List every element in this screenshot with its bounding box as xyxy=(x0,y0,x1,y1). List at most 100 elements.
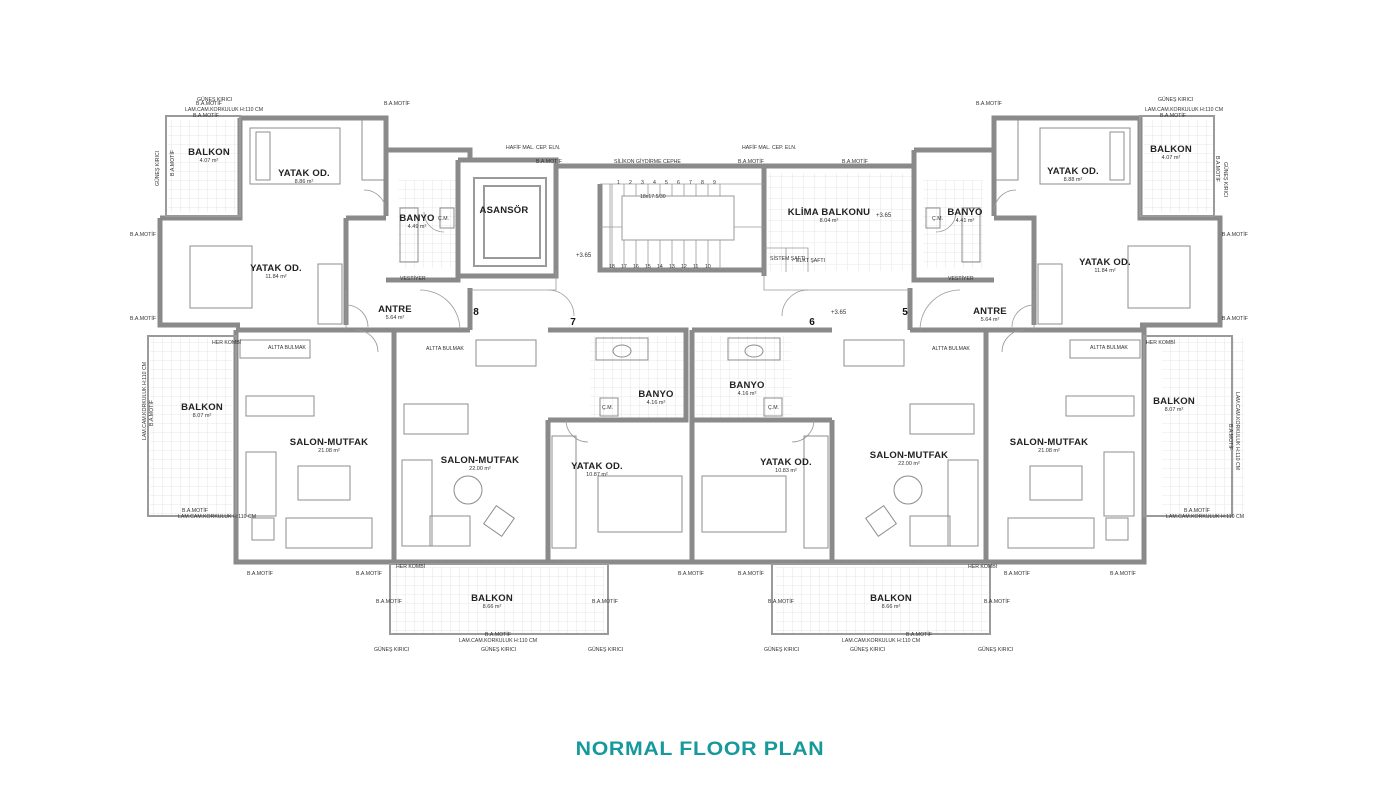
note-ba-motif: B.A.MOTİF xyxy=(1222,315,1248,322)
note-ba-motif: B.A.MOTİF xyxy=(169,150,176,176)
room-area: 8.66 m² xyxy=(483,604,502,610)
note-korkuluk: LAM.CAM.KORKULUK H:110 CM xyxy=(842,638,920,644)
note-ba-motif: B.A.MOTİF xyxy=(1214,156,1221,182)
note-gunes-kirici: GÜNEŞ KIRICI xyxy=(154,151,161,186)
level-mark: +3.65 xyxy=(576,253,592,259)
note-ba-motif: B.A.MOTİF xyxy=(984,598,1010,605)
note-gunes-kirici: GÜNEŞ KIRICI xyxy=(588,646,623,653)
annotations: B.A.MOTİF GÜNEŞ KIRICI LAM.CAM.KORKULUK … xyxy=(130,96,1248,653)
stair-step: 1 xyxy=(617,180,620,186)
stair-step: 14 xyxy=(657,264,663,270)
stair-step: 7 xyxy=(689,180,692,186)
stair-step: 11 xyxy=(693,264,698,270)
note-cm: Ç.M. xyxy=(602,405,613,411)
apartment-number: 6 xyxy=(809,317,815,328)
room-area: 10.83 m² xyxy=(775,468,797,474)
note-ba-motif: B.A.MOTİF xyxy=(1004,570,1030,577)
note-altta-bulmak: ALTTA BULMAK xyxy=(426,346,464,352)
room-area: 10.87 m² xyxy=(586,472,608,478)
room-area: 8.07 m² xyxy=(1165,407,1184,413)
stair-step: 9 xyxy=(713,180,716,186)
apartment-number: 8 xyxy=(473,307,479,318)
note-ba-motif: B.A.MOTİF xyxy=(1222,231,1248,238)
note-ba-motif: B.A.MOTİF xyxy=(678,570,704,577)
stair-step: 6 xyxy=(677,180,680,186)
note-ba-motif: B.A.MOTİF xyxy=(738,158,764,165)
room-name: BANYO xyxy=(399,213,434,224)
note-ba-motif: B.A.MOTİF xyxy=(1110,570,1136,577)
room-name: SALON-MUTFAK xyxy=(870,450,948,461)
note-ba-motif: B.A.MOTİF xyxy=(592,598,618,605)
room-name: SALON-MUTFAK xyxy=(1010,437,1088,448)
note-silikon: SİLİKON GİYDİRME CEPHE xyxy=(614,158,681,165)
note-korkuluk: LAM.CAM.KORKULUK H:110 CM xyxy=(1234,392,1240,470)
level-mark: +3.65 xyxy=(831,310,847,316)
stair-step: 5 xyxy=(665,180,668,186)
room-name: YATAK OD. xyxy=(250,263,302,274)
note-altta-bulmak: ALTTA BULMAK xyxy=(268,345,306,351)
room-area: 4.16 m² xyxy=(647,400,666,406)
room-area: 11.84 m² xyxy=(1094,268,1115,274)
room-area: 21.08 m² xyxy=(318,448,340,454)
room-name: BALKON xyxy=(870,593,912,604)
room-area: 4.49 m² xyxy=(408,224,427,230)
note-ba-motif: B.A.MOTİF xyxy=(536,158,562,165)
room-name: BANYO xyxy=(947,207,982,218)
note-altta-bulmak: ALTTA BULMAK xyxy=(1090,345,1128,351)
stair-step: 15 xyxy=(645,264,651,270)
room-name: YATAK OD. xyxy=(1047,166,1099,177)
note-ba-motif: B.A.MOTİF xyxy=(1184,507,1210,514)
note-vestiyer: VESTİYER xyxy=(948,275,974,282)
note-ba-motif: B.A.MOTİF xyxy=(247,570,273,577)
room-name: BANYO xyxy=(729,380,764,391)
note-ba-motif: B.A.MOTİF xyxy=(356,570,382,577)
room-name: ANTRE xyxy=(973,306,1007,317)
room-area: 4.16 m² xyxy=(738,391,757,397)
note-ba-motif: B.A.MOTİF xyxy=(976,100,1002,107)
furniture xyxy=(189,119,1191,549)
note-cm: Ç.M. xyxy=(932,216,943,222)
note-gunes-kirici: GÜNEŞ KIRICI xyxy=(850,646,885,653)
room-area: 4.07 m² xyxy=(200,158,219,164)
room-area: 8.07 m² xyxy=(193,413,212,419)
room-labels: BALKON 4.07 m² YATAK OD. 8.86 m² YATAK O… xyxy=(181,144,1195,610)
room-area: 22.00 m² xyxy=(469,466,491,472)
note-ba-motif: B.A.MOTİF xyxy=(906,631,932,638)
room-name: ANTRE xyxy=(378,304,412,315)
note-her-kombi: HER KOMBİ xyxy=(212,339,241,346)
page-title: NORMAL FLOOR PLAN xyxy=(575,739,825,760)
note-ba-motif: B.A.MOTİF xyxy=(148,400,155,426)
stair-step: 8 xyxy=(701,180,704,186)
room-area: 5.64 m² xyxy=(386,315,405,321)
room-area: 4.07 m² xyxy=(1162,155,1181,161)
room-name: BANYO xyxy=(638,389,673,400)
room-name: BALKON xyxy=(1150,144,1192,155)
note-korkuluk: LAM.CAM.KORKULUK H:110 CM xyxy=(142,362,148,440)
room-name: ASANSÖR xyxy=(480,205,529,216)
note-korkuluk: LAM.CAM.KORKULUK H:110 CM xyxy=(185,107,263,113)
note-hafif-mal: HAFİF MAL. CEP. ELN. xyxy=(506,144,560,151)
level-mark: +3.65 xyxy=(876,213,892,219)
note-ba-motif: B.A.MOTİF xyxy=(376,598,402,605)
note-gunes-kirici: GÜNEŞ KIRICI xyxy=(764,646,799,653)
room-name: SALON-MUTFAK xyxy=(290,437,368,448)
apartment-numbers: 8 7 6 5 +3.65 +3.65 +3.65 xyxy=(473,213,908,328)
stair: 1 2 3 4 5 6 7 8 9 18x17.5/30 18 17 16 15… xyxy=(609,180,716,270)
apartment-number: 7 xyxy=(570,317,576,328)
note-gunes-kirici: GÜNEŞ KIRICI xyxy=(1222,162,1229,197)
note-gunes-kirici: GÜNEŞ KIRICI xyxy=(1158,96,1193,103)
room-name: BALKON xyxy=(1153,396,1195,407)
note-her-kombi: HER KOMBİ xyxy=(968,563,997,570)
note-ba-motif: B.A.MOTİF xyxy=(485,631,511,638)
room-name: YATAK OD. xyxy=(1079,257,1131,268)
room-area: 8.04 m² xyxy=(820,218,839,224)
room-name: YATAK OD. xyxy=(278,168,330,179)
room-area: 11.84 m² xyxy=(265,274,286,280)
stair-step: 2 xyxy=(629,180,632,186)
room-name: BALKON xyxy=(181,402,223,413)
room-name: BALKON xyxy=(471,593,513,604)
room-name: YATAK OD. xyxy=(571,461,623,472)
note-ba-motif: B.A.MOTİF xyxy=(738,570,764,577)
room-area: 8.86 m² xyxy=(295,179,314,185)
